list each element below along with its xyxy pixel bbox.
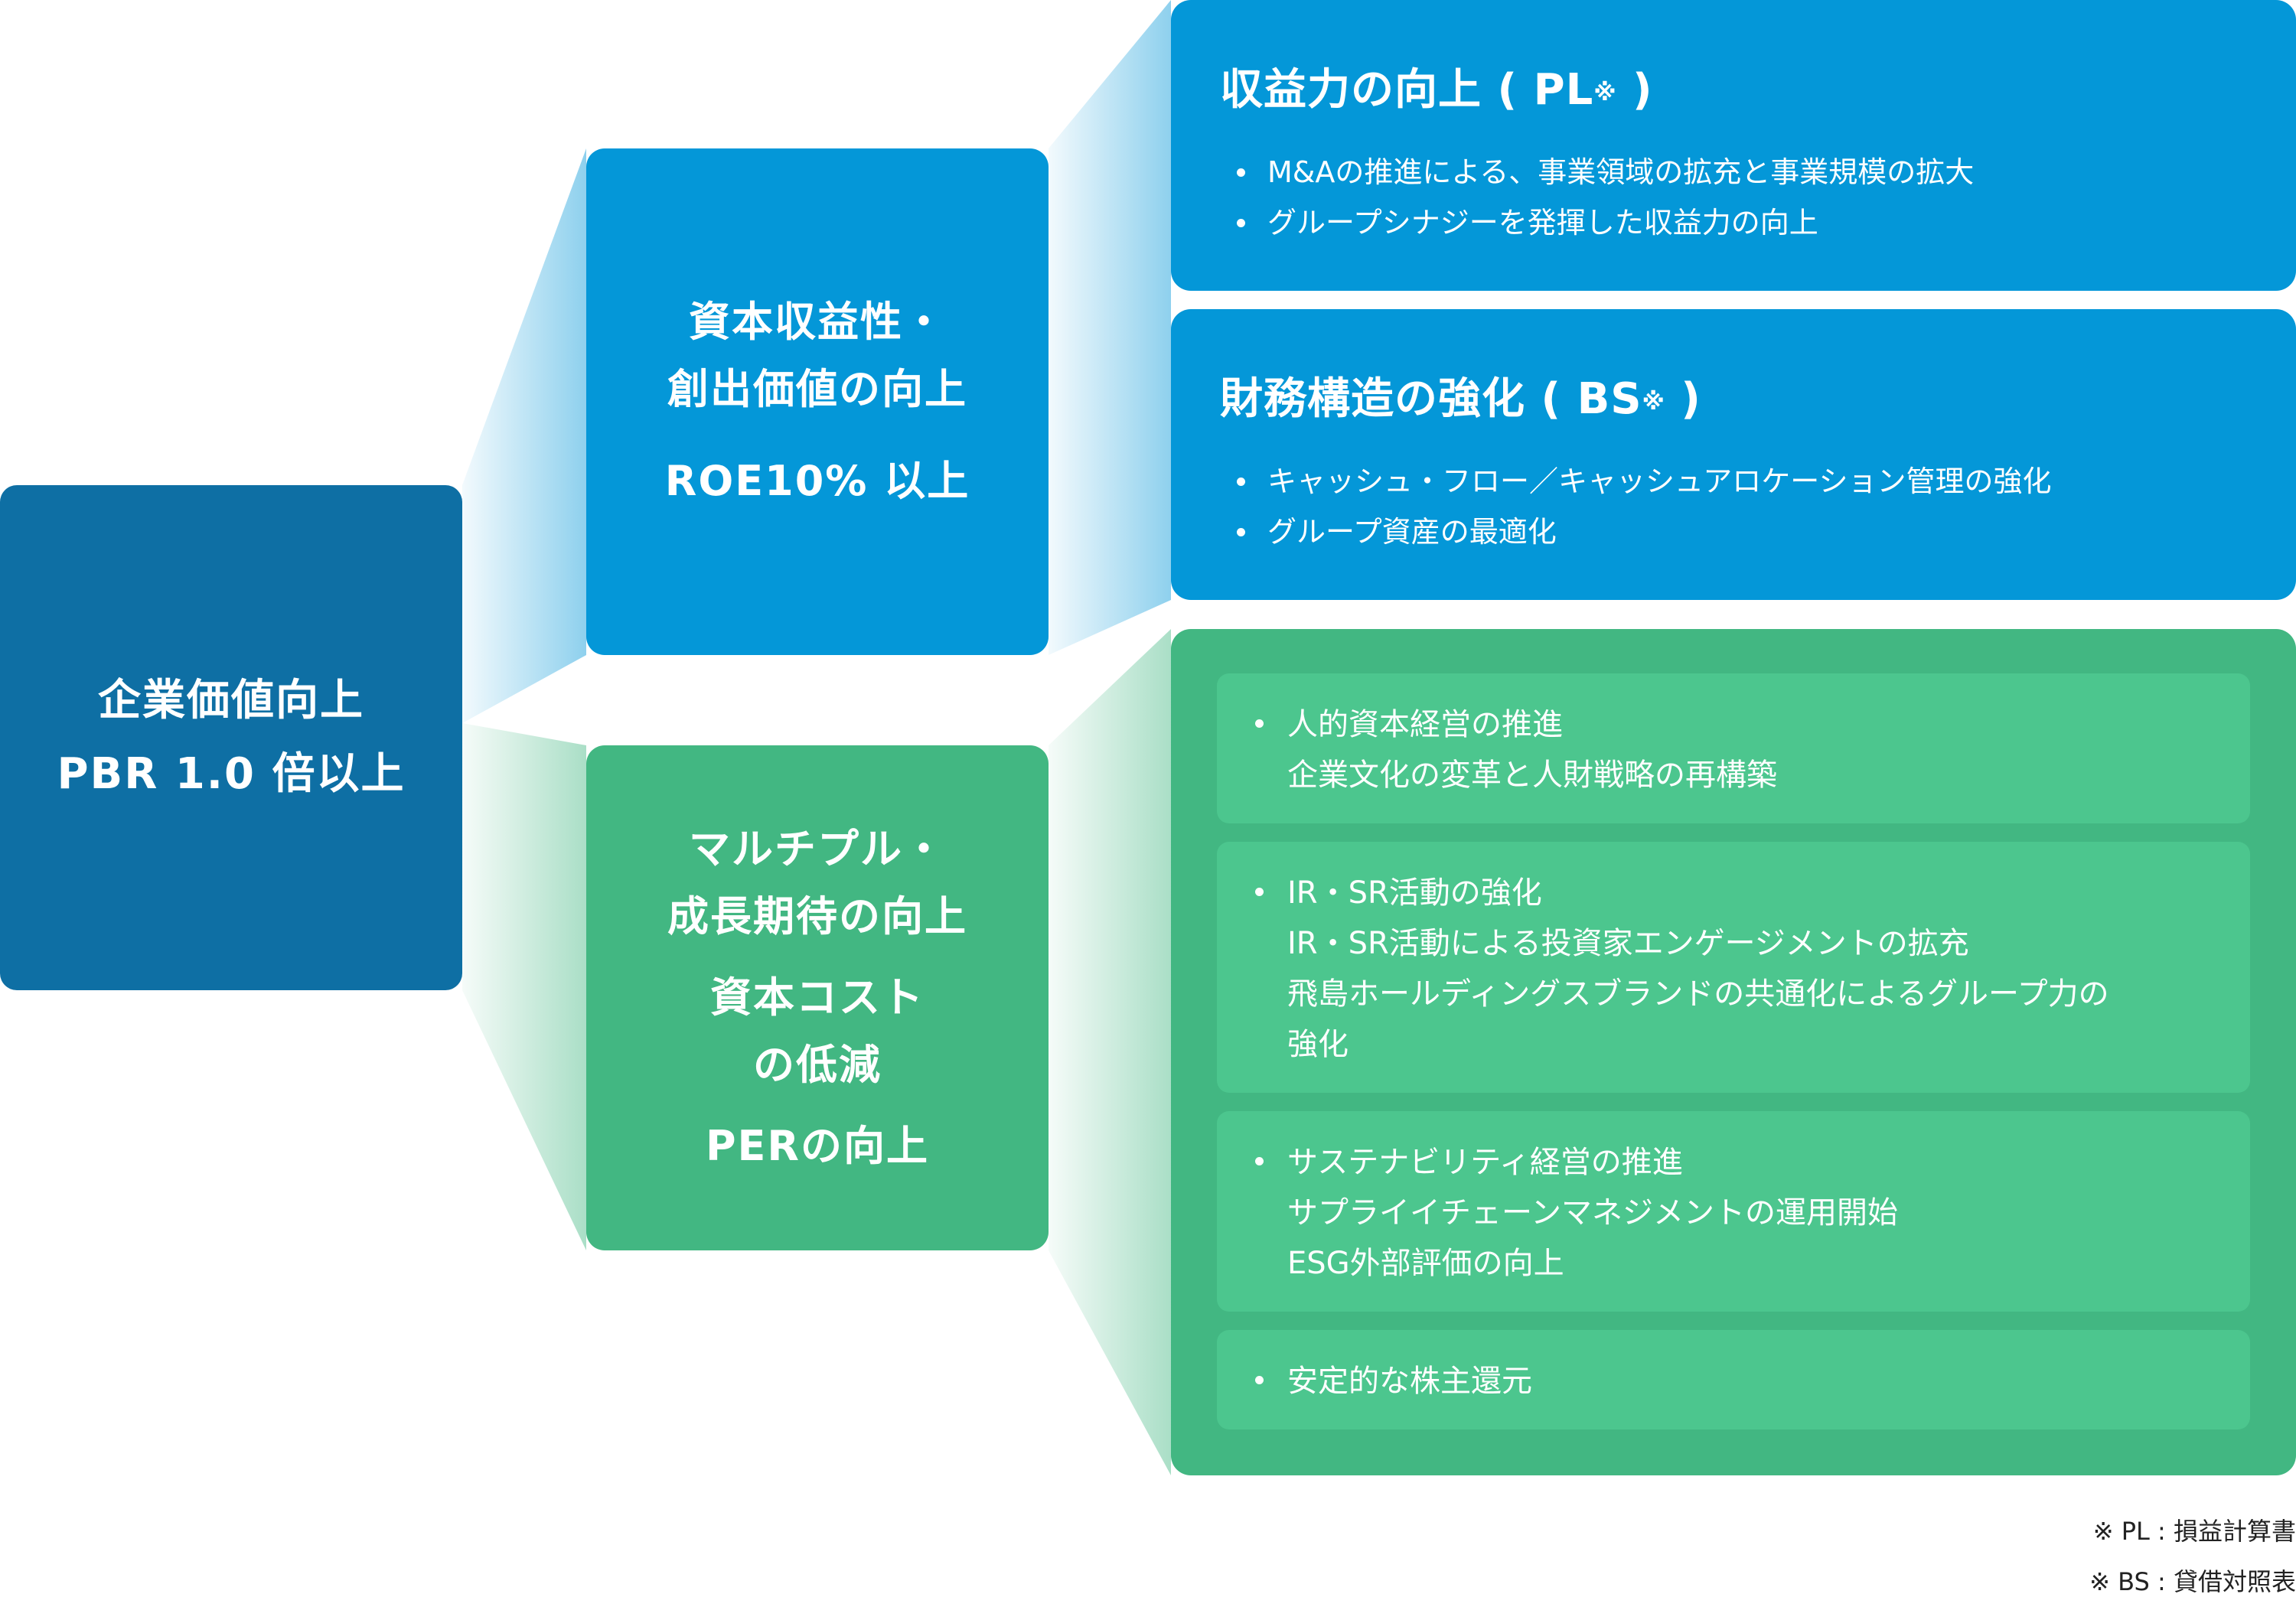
card-line: 強化	[1287, 1027, 1349, 1062]
pl-list: M&Aの推進による、事業領域の拡充と事業規模の拡大 グループシナジーを発揮した収…	[1220, 147, 2296, 248]
bs-list: キャッシュ・フロー／キャッシュアロケーション管理の強化 グループ資産の最適化	[1220, 456, 2296, 557]
card-line: サステナビリティ経営の推進	[1287, 1145, 1683, 1180]
card-line: 企業文化の変革と人財戦略の再構築	[1287, 758, 1777, 793]
list-item: キャッシュ・フロー／キャッシュアロケーション管理の強化	[1220, 456, 2296, 507]
card-line: 飛島ホールディングスブランドの共通化によるグループ力の	[1287, 976, 2109, 1012]
card-line: IR・SR活動の強化	[1287, 875, 1542, 911]
bs-title: 財務構造の強化 ( BS※ )	[1220, 374, 1701, 424]
enterprise-value-box: 企業価値向上 PBR 1.0 倍以上	[0, 485, 462, 990]
profitability-pl-box: 収益力の向上 ( PL※ ) M&Aの推進による、事業領域の拡充と事業規模の拡大…	[1171, 0, 2296, 291]
bullet-icon	[1255, 1376, 1264, 1384]
capital-cost-line1: 資本コスト	[710, 973, 925, 1022]
capital-profitability-box: 資本収益性・ 創出価値の向上 ROE10% 以上	[586, 148, 1049, 655]
footnote-pl: ※ PL : 損益計算書	[2092, 1517, 2296, 1546]
connector-capital-right	[1049, 0, 1171, 655]
list-item: M&Aの推進による、事業領域の拡充と事業規模の拡大	[1220, 147, 2296, 197]
pbr-target: PBR 1.0 倍以上	[57, 749, 406, 799]
financial-structure-bs-box: 財務構造の強化 ( BS※ ) キャッシュ・フロー／キャッシュアロケーション管理…	[1171, 309, 2296, 600]
connector-root-multiple	[462, 723, 586, 1250]
human-capital-card: 人的資本経営の推進 企業文化の変革と人財戦略の再構築	[1217, 673, 2250, 823]
card-line: 安定的な株主還元	[1287, 1364, 1532, 1399]
capital-cost-line2: の低減	[753, 1041, 882, 1089]
growth-initiatives-box: 人的資本経営の推進 企業文化の変革と人財戦略の再構築 IR・SR活動の強化 IR…	[1171, 629, 2296, 1475]
card-line: ESG外部評価の向上	[1287, 1246, 1564, 1281]
bullet-icon	[1255, 1157, 1264, 1165]
list-item: グループシナジーを発揮した収益力の向上	[1220, 197, 2296, 248]
list-item: グループ資産の最適化	[1220, 507, 2296, 557]
multiple-growth-box: マルチプル・ 成長期待の向上 資本コスト の低減 PERの向上	[586, 745, 1049, 1250]
per-target: PERの向上	[705, 1122, 930, 1170]
shareholder-return-card: 安定的な株主還元	[1217, 1330, 2250, 1429]
ir-sr-card: IR・SR活動の強化 IR・SR活動による投資家エンゲージメントの拡充 飛島ホー…	[1217, 842, 2250, 1093]
footnote-bs: ※ BS : 貸借対照表	[2089, 1567, 2296, 1596]
footnotes: ※ PL : 損益計算書 ※ BS : 貸借対照表	[2089, 1506, 2296, 1607]
bullet-icon	[1255, 719, 1264, 728]
sustainability-card: サステナビリティ経営の推進 サプライイチェーンマネジメントの運用開始 ESG外部…	[1217, 1111, 2250, 1312]
roe-target: ROE10% 以上	[664, 457, 970, 505]
bullet-icon	[1255, 888, 1264, 896]
enterprise-value-title: 企業価値向上	[98, 676, 364, 725]
card-line: サプライイチェーンマネジメントの運用開始	[1287, 1195, 1898, 1231]
pl-title: 収益力の向上 ( PL※ )	[1220, 65, 1653, 115]
multiple-title-line2: 成長期待の向上	[667, 892, 967, 940]
capital-title-line1: 資本収益性・	[689, 298, 946, 346]
card-line: 人的資本経営の推進	[1287, 707, 1563, 742]
multiple-title-line1: マルチプル・	[689, 825, 946, 873]
connector-multiple-right	[1049, 629, 1171, 1475]
capital-title-line2: 創出価値の向上	[667, 365, 967, 413]
card-line: IR・SR活動による投資家エンゲージメントの拡充	[1287, 926, 1969, 961]
connector-root-capital	[462, 148, 586, 723]
